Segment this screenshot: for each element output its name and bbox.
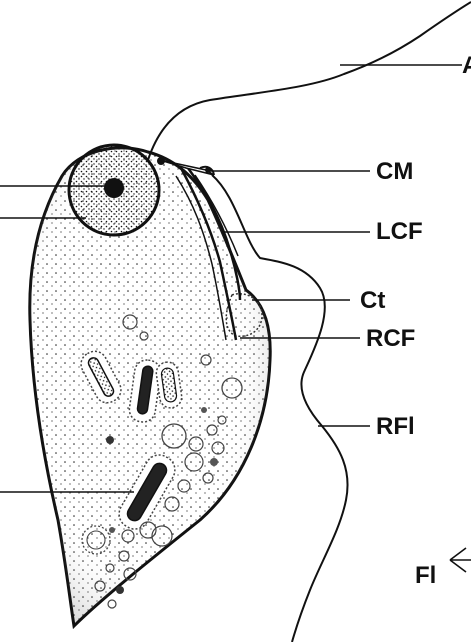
nucleolus (104, 178, 124, 198)
anterior-flagellum (148, 2, 471, 160)
label-top-cut: A (462, 54, 471, 78)
label-lcf: LCF (376, 220, 423, 244)
label-fl: Fl (415, 564, 436, 588)
label-ct: Ct (360, 289, 385, 313)
label-rcf: RCF (366, 327, 415, 351)
label-cm: CM (376, 160, 413, 184)
label-rfl: RFl (376, 415, 415, 439)
